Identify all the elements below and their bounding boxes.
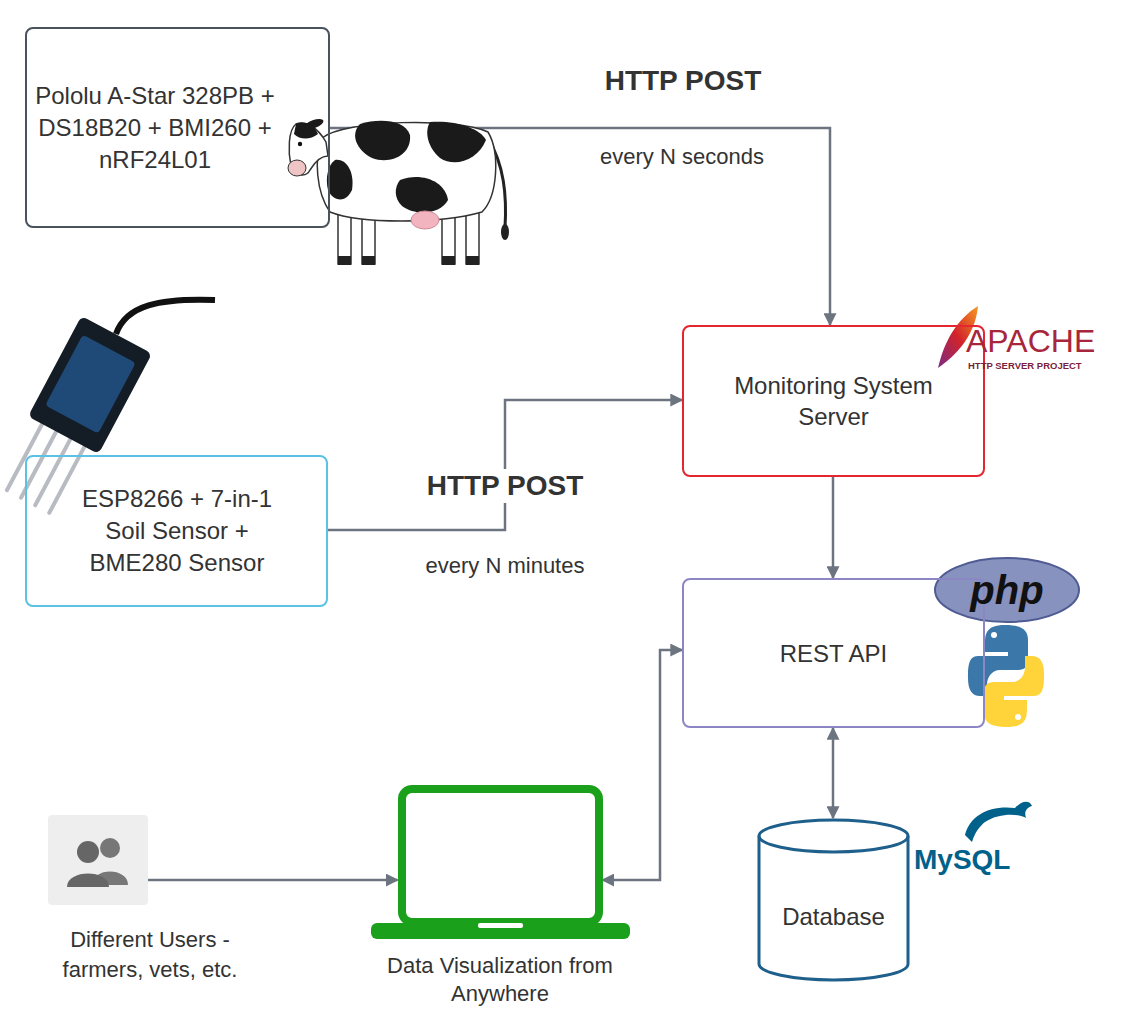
api-box: REST API — [682, 578, 985, 728]
device-box: ESP8266 + 7-in-1 Soil Sensor + BME280 Se… — [25, 455, 328, 607]
sensor-face — [45, 335, 136, 434]
cow-tail-tuft — [501, 224, 509, 240]
cow-hoof — [362, 256, 375, 265]
cow-hoof — [338, 256, 351, 265]
laptop-base — [371, 923, 630, 939]
python-logo — [968, 625, 1044, 727]
device-box: Pololu A-Star 328PB + DS18B20 + BMI260 +… — [25, 27, 330, 228]
person-head — [100, 838, 120, 858]
php-ellipse — [935, 558, 1079, 622]
laptop-shape — [398, 785, 603, 930]
cow-hoof — [466, 256, 479, 265]
cow-eye — [298, 142, 302, 146]
connector-arrow — [603, 650, 683, 880]
edge-label: HTTP POST — [423, 469, 588, 503]
laptop-icon: Data Visualization from Anywhere — [350, 785, 650, 1008]
interval-note: every N minutes — [426, 552, 585, 580]
cow-patch — [327, 160, 353, 200]
laptop-screen — [402, 789, 599, 922]
logo-wordmark: php — [970, 566, 1043, 614]
sensor-body — [28, 316, 152, 454]
cow-illustration — [288, 117, 509, 265]
python-eye — [1015, 714, 1021, 720]
laptop-notch — [478, 923, 523, 928]
connector-arrow — [328, 400, 682, 530]
sensor-cable — [116, 300, 215, 334]
cylinder-outline — [757, 818, 910, 982]
users-graphic — [48, 815, 148, 905]
device-label: ESP8266 + 7-in-1 Soil Sensor + BME280 Se… — [72, 483, 282, 579]
mysql-dolphin — [965, 802, 1032, 842]
icon-caption: Different Users - farmers, vets, etc. — [38, 925, 262, 985]
database-cylinder: Database — [757, 818, 910, 982]
soil-sensor-illustration — [7, 300, 215, 513]
connector-arrow — [148, 879, 398, 882]
users-icon: Different Users - farmers, vets, etc. — [38, 815, 262, 985]
sensor-probe — [35, 439, 70, 505]
connector-arrow — [832, 477, 835, 578]
cow-patch — [427, 122, 486, 163]
cylinder-rim — [759, 836, 908, 852]
php-logo — [935, 558, 1079, 622]
cow-hoof — [442, 256, 455, 265]
cylinder-body — [759, 820, 908, 980]
person-head — [77, 841, 99, 863]
server-box: Monitoring System Server — [682, 325, 985, 477]
interval-note: every N seconds — [600, 143, 764, 171]
logo-wordmark: MySQL — [914, 844, 1010, 876]
cow-patch — [355, 121, 410, 160]
mysql-logo — [965, 802, 1032, 842]
laptop-graphic — [398, 785, 603, 930]
api-label: REST API — [702, 638, 965, 669]
server-label: Monitoring System Server — [702, 370, 965, 432]
person-body — [67, 874, 109, 888]
database-label: Database — [757, 902, 910, 932]
device-label: Pololu A-Star 328PB + DS18B20 + BMI260 +… — [31, 80, 279, 176]
cow-muzzle — [288, 160, 306, 176]
cow-patch — [396, 177, 448, 213]
icon-caption: Data Visualization from Anywhere — [350, 952, 650, 1008]
edge-label: HTTP POST — [601, 64, 766, 98]
cow-udder — [411, 211, 439, 229]
connector-arrow — [832, 728, 835, 818]
users-shape — [48, 815, 148, 905]
logo-wordmark: APACHE — [966, 322, 1095, 360]
python-snake-yellow — [984, 656, 1044, 727]
cow-ear — [303, 117, 325, 131]
icon-tile — [48, 815, 148, 905]
logo-subtitle: HTTP SERVER PROJECT — [968, 360, 1082, 372]
python-eye — [991, 632, 997, 638]
